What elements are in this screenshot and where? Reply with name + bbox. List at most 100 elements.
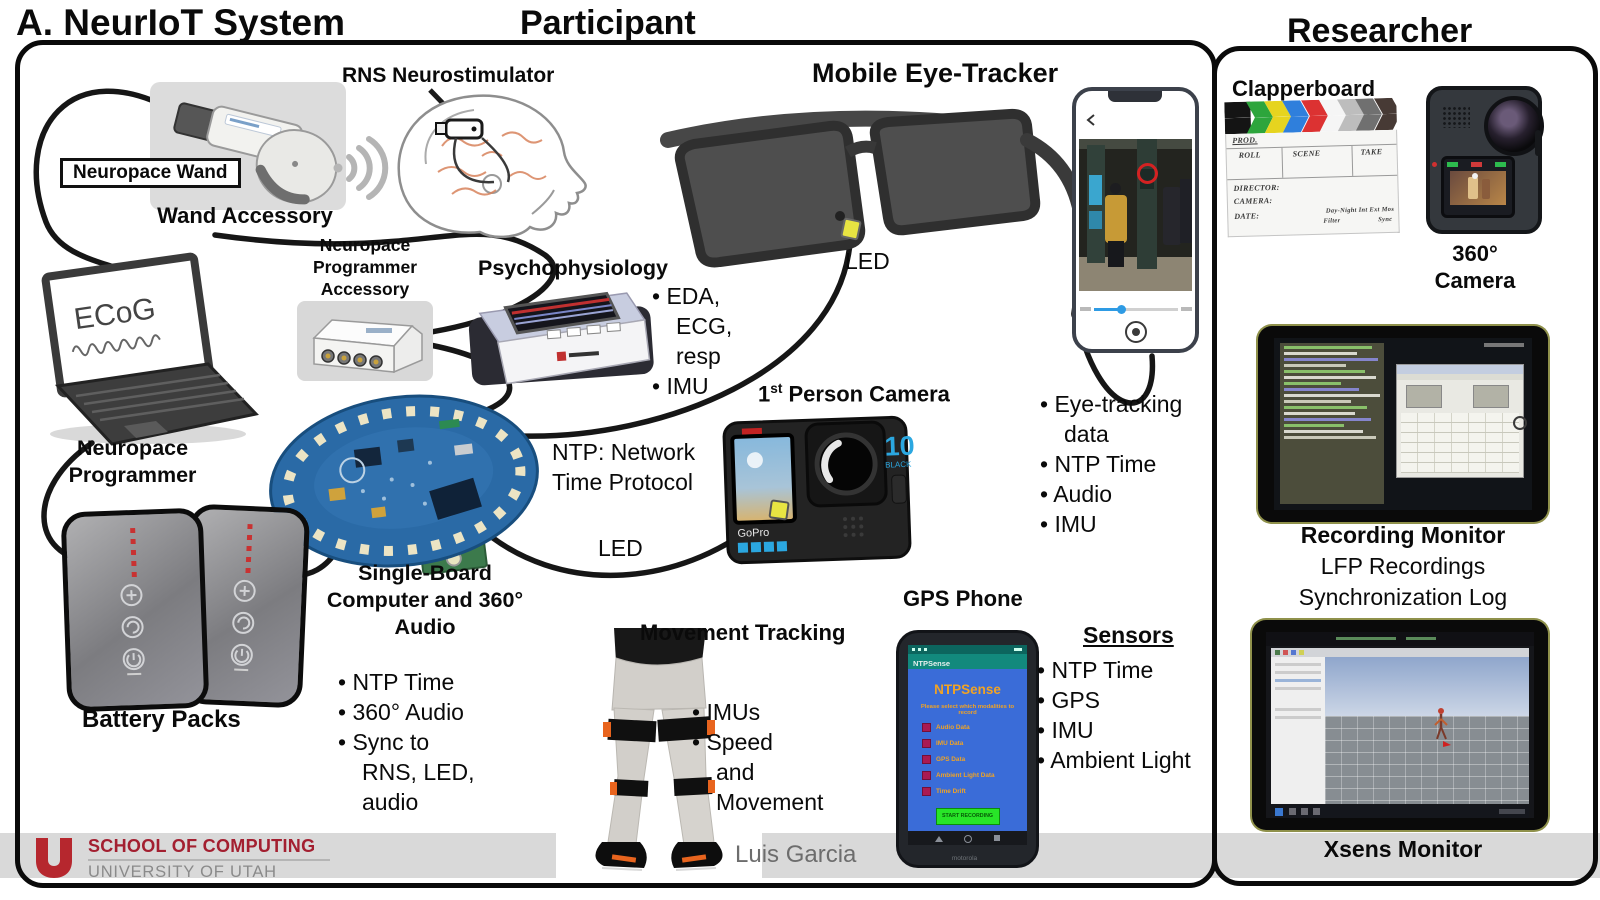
xsens-caption: Xsens Monitor [1323, 836, 1483, 862]
camera-screen [1441, 156, 1515, 218]
eye-tracker-led-label: LED [845, 248, 890, 274]
ecog-laptop: ECoG [41, 252, 259, 446]
camera-360-caption: 360° Camera [1434, 241, 1516, 293]
modality-option: IMU Data [922, 739, 1027, 748]
tablet-camera-hole [1513, 416, 1527, 430]
rns-caption: RNS Neurostimulator [342, 64, 555, 87]
connector-ports [321, 349, 383, 369]
phone-notch [1108, 91, 1162, 102]
sbc-caption: Single-Board Computer and 360° Audio [326, 561, 524, 639]
eye-tracker-phone [1072, 87, 1199, 353]
credit: Luis Garcia [735, 841, 857, 868]
nav-home-icon [964, 835, 972, 843]
neuropace-wand-photo [150, 82, 346, 210]
app-subtitle: Please select which modalities to record [920, 704, 1015, 716]
gaze-marker [1137, 163, 1158, 184]
sensors-heading: Sensors [1083, 622, 1174, 648]
checkbox-icon [922, 723, 931, 732]
wand-accessory-caption: Wand Accessory [157, 203, 333, 228]
status-bar [908, 645, 1027, 654]
first-person-camera-caption: 1st Person Camera [758, 381, 950, 407]
participant-header: Participant [520, 4, 696, 42]
modality-option: Time Drift [922, 787, 1027, 796]
clapperboard: PROD. ROLL SCENE TAKE DIRECTOR: CAMERA: … [1224, 97, 1400, 238]
start-recording-button: START RECORDING [935, 808, 1000, 825]
clapperboard-caption: Clapperboard [1232, 76, 1376, 101]
log-window [1396, 364, 1524, 478]
battery-charge-leds [130, 527, 137, 581]
gopro-badge-sub: BLACK [885, 460, 912, 470]
psychophysiology-caption: Psychophysiology [478, 256, 668, 280]
app-bar: NTPSense [908, 654, 1027, 669]
sbc-bullets: NTP Time 360° Audio Sync to RNS, LED, au… [338, 668, 480, 817]
battery-caption: Battery Packs [82, 706, 241, 733]
checkbox-icon [922, 787, 931, 796]
programmer-accessory-photo [297, 301, 433, 381]
eye-tracker-caption: Mobile Eye-Tracker [812, 58, 1059, 88]
subway-pillar [1137, 139, 1157, 269]
checkbox-icon [922, 771, 931, 780]
school-logo-text: SCHOOL OF COMPUTING UNIVERSITY OF UTAH [88, 836, 330, 882]
figure-title: A. NeurIoT System [16, 2, 345, 43]
camera-360 [1426, 86, 1544, 234]
checkbox-icon [922, 739, 931, 748]
terminal-pane [1280, 343, 1384, 504]
recording-monitor [1258, 326, 1548, 522]
researcher-header: Researcher [1287, 12, 1473, 50]
xsens-screen [1266, 632, 1534, 818]
sensors-bullets: NTP Time GPS IMU Ambient Light [1037, 656, 1217, 776]
skeleton-avatar [1434, 707, 1452, 747]
footer-bar [0, 833, 1600, 878]
gopro-led-label: LED [598, 535, 643, 561]
taskbar [1271, 805, 1529, 818]
modality-option: GPS Data [922, 755, 1027, 764]
play-button [1125, 321, 1147, 343]
eye-tracker-led [840, 217, 862, 241]
mvn-window [1271, 648, 1529, 804]
rns-head-sketch [397, 94, 587, 238]
gopro-led [768, 499, 790, 521]
person-yellow-coat [1105, 195, 1127, 243]
wand-tag: Neuropace Wand [60, 158, 241, 188]
phone-brand: motorola [951, 855, 978, 862]
neuropace-programmer-caption: Neuropace Programmer [68, 436, 197, 487]
ntp-note: NTP: Network Time Protocol [552, 439, 696, 495]
nav-back-icon [935, 836, 943, 842]
mic-grille [1442, 106, 1470, 128]
video-scrubber [1076, 303, 1195, 315]
mvn-side-panel [1271, 657, 1326, 804]
gaze-video [1079, 139, 1192, 291]
monitor-screen [1274, 338, 1532, 510]
movement-bullets: IMUs Speed and Movement [692, 698, 823, 818]
battery-pack [60, 507, 210, 713]
back-icon [1086, 114, 1095, 126]
recording-monitor-caption: Recording Monitor LFP Recordings Synchro… [1298, 522, 1508, 610]
xsens-monitor [1252, 620, 1548, 830]
gopro-camera: 10 BLACK GoPro [722, 415, 914, 565]
utah-u-logo [36, 838, 72, 878]
modality-option: Ambient Light Data [922, 771, 1027, 780]
checkbox-icon [922, 755, 931, 764]
movement-caption: Movement Tracking [640, 620, 846, 645]
single-board-computer [269, 394, 539, 575]
ntpsense-app: NTPSense NTPSense Please select which mo… [908, 645, 1027, 845]
clapper-board-face: PROD. ROLL SCENE TAKE DIRECTOR: CAMERA: … [1225, 129, 1400, 238]
gps-phone: NTPSense NTPSense Please select which mo… [896, 630, 1039, 868]
modality-option: Audio Data [922, 723, 1027, 732]
app-title: NTPSense [934, 682, 1001, 697]
nav-recent-icon [994, 835, 1000, 841]
psychophysiology-device [468, 291, 654, 386]
gopro-logo: GoPro [737, 527, 769, 540]
gopro-badge: 10 [884, 431, 914, 462]
gps-phone-caption: GPS Phone [903, 586, 1023, 611]
record-led [1432, 162, 1437, 167]
camera-lens [1484, 96, 1544, 156]
battery-charge-leds [245, 523, 253, 577]
wireless-signal-icon [333, 136, 389, 200]
mvn-viewport [1325, 657, 1529, 804]
battery-controls [120, 584, 145, 676]
nav-bar [908, 831, 1027, 845]
programmer-accessory-caption: Neuropace Programmer Accessory [312, 235, 418, 299]
battery-controls [230, 579, 256, 672]
